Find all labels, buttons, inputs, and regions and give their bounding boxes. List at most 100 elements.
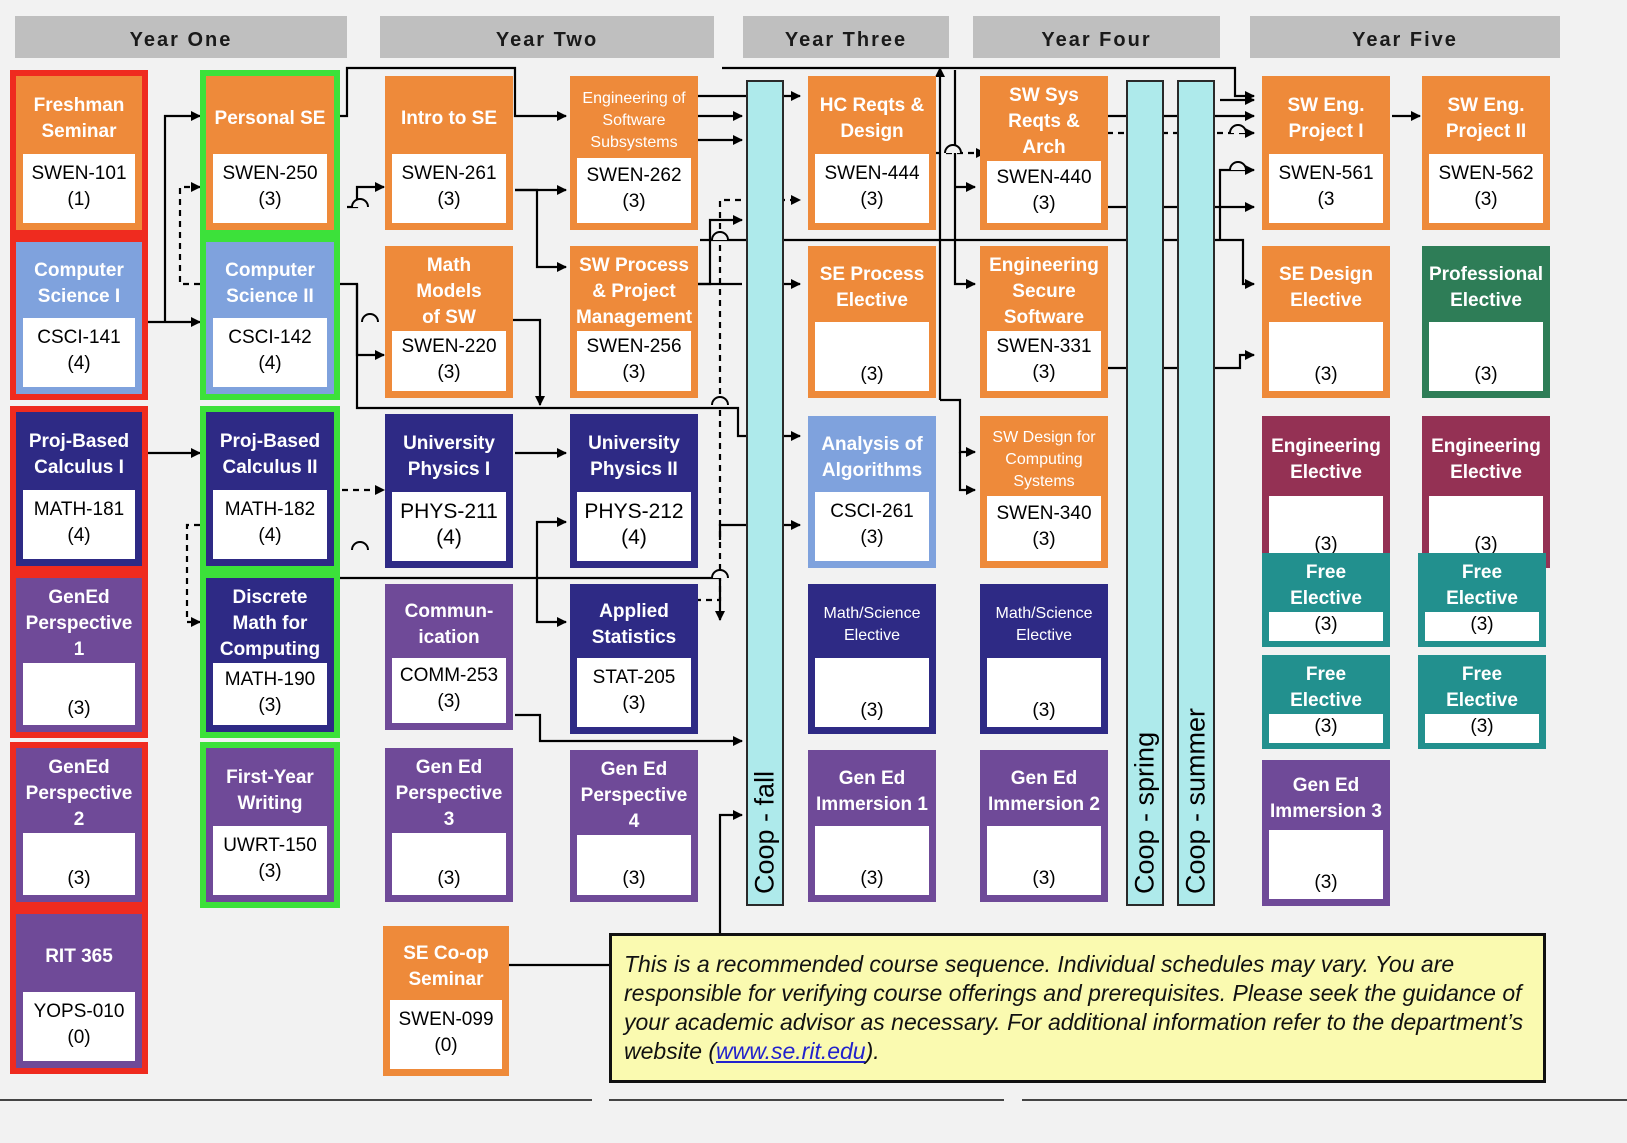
course-free-elective-4[interactable]: Free Elective(3) <box>1418 655 1546 749</box>
course-credits: (3) <box>1032 868 1056 889</box>
course-code: SWEN-262 <box>586 165 682 186</box>
course-credits: (3) <box>1314 614 1338 635</box>
course-credits: (3) <box>258 189 282 210</box>
year1-spring-frame <box>200 236 340 400</box>
course-title: SE Co-op Seminar <box>403 942 489 990</box>
course-free-elective-3[interactable]: Free Elective(3) <box>1418 553 1546 647</box>
coop-fall-bar: Coop - fall <box>746 80 784 906</box>
course-credits: (4) <box>258 353 282 374</box>
course-credits: (4) <box>67 525 91 546</box>
course-gened-immersion-2[interactable]: Gen Ed Immersion 2 (3) <box>980 750 1108 902</box>
course-code: SWEN-561 <box>1278 163 1374 184</box>
course-credits: (3) <box>1474 364 1498 385</box>
course-engineering-elective-2[interactable]: Engineering Elective (3) <box>1422 416 1550 568</box>
course-title: Proj-Based Calculus I <box>28 430 130 478</box>
course-gened-perspective-1[interactable]: GenEd Perspective 1(3) <box>16 578 142 732</box>
course-free-elective-1[interactable]: Free Elective(3) <box>1262 553 1390 647</box>
course-code: MATH-182 <box>224 499 316 520</box>
course-credits: (3) <box>1032 529 1056 550</box>
course-title: University Physics II <box>588 432 680 480</box>
note-end: ). <box>865 1038 880 1064</box>
course-code: CSCI-141 <box>37 327 121 348</box>
course-title: Gen Ed Immersion 2 <box>988 767 1100 815</box>
course-title: Personal SE <box>214 107 326 129</box>
department-website-link[interactable]: www.se.rit.edu <box>716 1038 866 1064</box>
course-title: GenEd Perspective 2 <box>25 757 133 830</box>
course-se-process-elective[interactable]: SE Process Elective(3) <box>808 246 936 398</box>
course-code: SWEN-256 <box>586 335 682 357</box>
course-gened-immersion-1[interactable]: Gen Ed Immersion 1(3) <box>808 750 936 902</box>
course-credits: (3) <box>622 868 646 889</box>
coop-summer-bar: Coop - summer <box>1177 80 1215 906</box>
course-title: Freshman Seminar <box>33 94 125 142</box>
course-credits: (3) <box>622 361 646 383</box>
course-credits: (3) <box>1474 534 1498 555</box>
course-title: SE Design Elective <box>1279 263 1373 311</box>
course-gened-perspective-3[interactable]: Gen Ed Perspective 3(3) <box>385 748 513 902</box>
course-credits: (3) <box>1314 534 1338 555</box>
course-credits: (3) <box>258 861 282 882</box>
year1-spring-frame <box>200 742 340 908</box>
course-title: SW Sys Reqts & Arch <box>1008 85 1080 158</box>
course-gened-perspective-4[interactable]: Gen Ed Perspective 4(3) <box>570 750 698 902</box>
course-gened-perspective-2[interactable]: GenEd Perspective 2 (3) <box>16 748 142 902</box>
course-credits: (3) <box>67 868 91 889</box>
course-math-science-elective-4[interactable]: Math/Science Elective(3) <box>980 584 1108 734</box>
course-gened-immersion-3[interactable]: Gen Ed Immersion 3(3) <box>1262 760 1390 906</box>
course-credits: (3) <box>437 361 461 383</box>
course-engineering-elective-1[interactable]: Engineering Elective(3) <box>1262 416 1390 568</box>
course-title: SW Eng. Project I <box>1287 94 1365 142</box>
year1-frame <box>10 572 148 738</box>
course-title: Discrete Math for Computing <box>219 587 321 660</box>
course-se-design-elective[interactable]: SE Design Elective (3) <box>1262 246 1390 398</box>
course-title: Computer Science II <box>225 259 315 307</box>
course-credits: (3) <box>1314 364 1338 385</box>
course-title: SE Process Elective <box>819 263 925 311</box>
bottom-divider <box>1022 1099 1627 1101</box>
course-code: UWRT-150 <box>223 835 317 856</box>
course-title: Proj-Based Calculus II <box>219 430 321 478</box>
course-credits: (4) <box>436 526 462 549</box>
course-credits: (3) <box>67 698 91 719</box>
course-free-elective-2[interactable]: Free Elective(3) <box>1262 655 1390 749</box>
year1-spring-frame <box>200 406 340 572</box>
year-three-header: Year Three <box>743 16 949 58</box>
course-credits: (4) <box>621 526 647 549</box>
year-four-header: Year Four <box>973 16 1220 58</box>
course-credits: (3) <box>1470 716 1494 737</box>
bottom-divider <box>609 1099 1004 1101</box>
course-credits: (3) <box>1314 716 1338 737</box>
course-math-science-elective-3[interactable]: Math/Science Elective(3) <box>808 584 936 734</box>
course-credits: (3) <box>622 693 646 714</box>
course-title: Intro to SE <box>400 107 498 129</box>
coop-spring-bar: Coop - spring <box>1126 80 1164 906</box>
course-title: Gen Ed Immersion 3 <box>1270 774 1382 822</box>
course-title: Engineering Elective <box>1431 435 1541 483</box>
course-professional-elective[interactable]: Professional Elective(3) <box>1422 246 1550 398</box>
